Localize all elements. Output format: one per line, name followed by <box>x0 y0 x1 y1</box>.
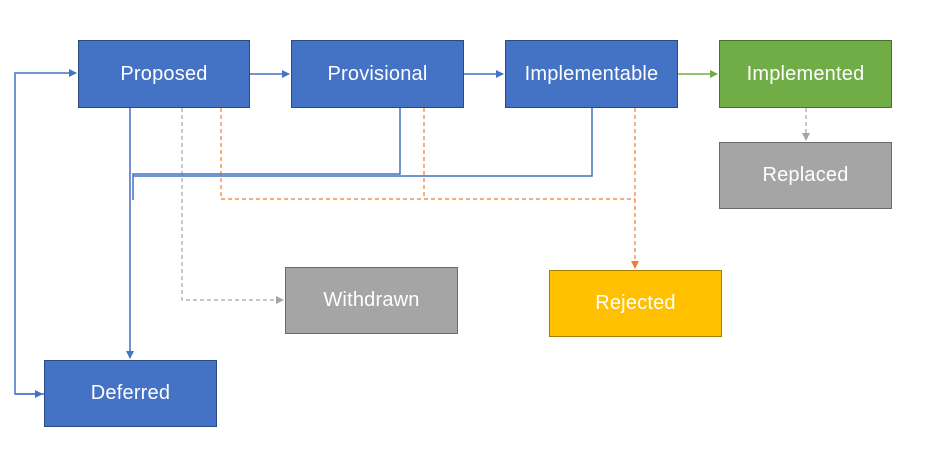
node-withdrawn: Withdrawn <box>285 267 458 334</box>
node-deferred-label: Deferred <box>90 382 171 404</box>
node-implementable: Implementable <box>505 40 678 108</box>
edge-provisional-to-deferred <box>132 108 401 200</box>
edge-proposed-to-withdrawn <box>181 108 284 304</box>
edge-deferred-to-proposed <box>14 69 77 395</box>
edge-implementable-to-deferred <box>133 108 593 177</box>
node-proposed-label: Proposed <box>120 62 208 85</box>
node-rejected: Rejected <box>549 270 722 337</box>
node-replaced: Replaced <box>719 142 892 209</box>
node-implemented-label: Implemented <box>746 62 865 85</box>
node-proposed: Proposed <box>78 40 250 108</box>
node-withdrawn-label: Withdrawn <box>323 289 420 311</box>
node-replaced-label: Replaced <box>762 164 849 186</box>
node-provisional: Provisional <box>291 40 464 108</box>
node-rejected-label: Rejected <box>595 292 676 314</box>
node-provisional-label: Provisional <box>327 62 428 85</box>
edge-proposed-to-rejected <box>220 108 635 200</box>
node-implementable-label: Implementable <box>524 62 659 85</box>
node-implemented: Implemented <box>719 40 892 108</box>
node-deferred: Deferred <box>44 360 217 427</box>
